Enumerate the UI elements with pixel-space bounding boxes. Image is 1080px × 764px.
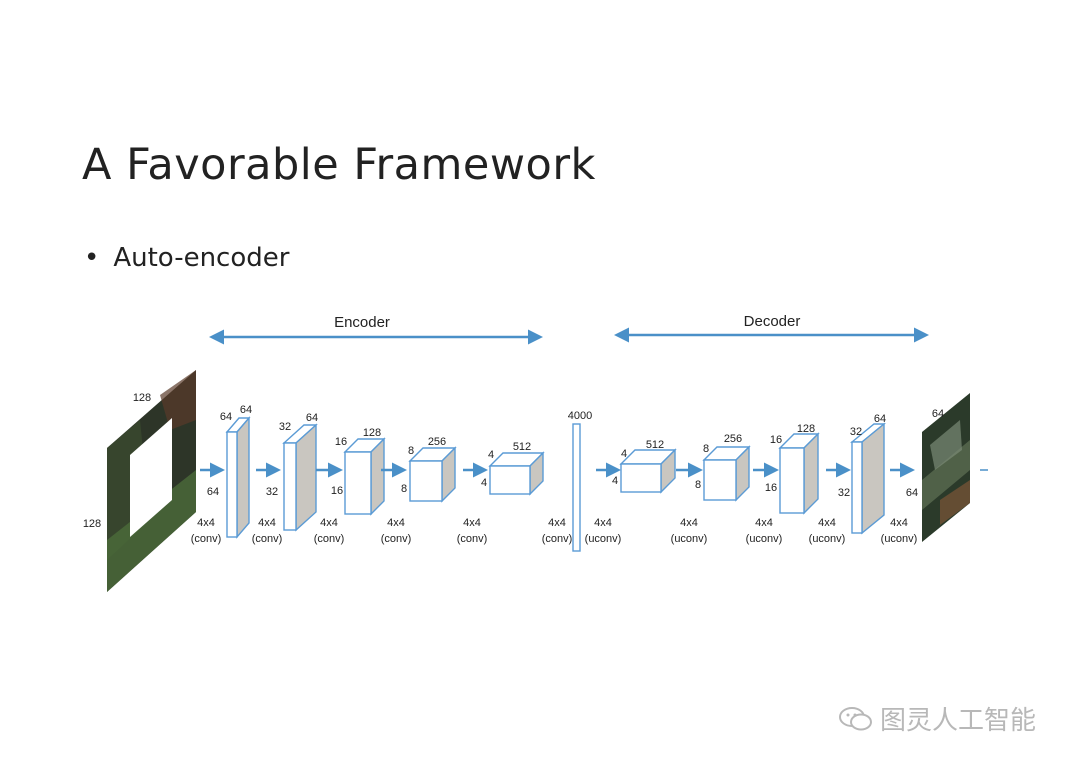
encoder-block-height-label: 4	[488, 449, 494, 461]
decoder-op-kind-label: (uconv)	[746, 533, 783, 545]
watermark-text: 图灵人工智能	[880, 706, 1037, 736]
decoder-block-front	[620, 463, 662, 493]
encoder-block-front	[489, 465, 531, 495]
bottleneck-op-label: 4x4	[548, 517, 566, 529]
input-mask	[130, 418, 172, 537]
decoder-block-height-label: 4	[621, 448, 627, 460]
encoder-block-height-label: 64	[220, 411, 232, 423]
decoder-block-width-label: 512	[646, 439, 664, 451]
output-size-label: 64	[932, 408, 944, 420]
decoder-op-label: 4x4	[818, 517, 836, 529]
decoder-block-side-label: 4	[612, 475, 618, 487]
encoder-block-height-label: 8	[408, 445, 414, 457]
watermark: 图灵人工智能	[838, 700, 1036, 737]
encoder-op-kind-label: (conv)	[381, 533, 412, 545]
slide-title: A Favorable Framework	[82, 140, 596, 190]
decoder-block-side-label: 16	[765, 482, 777, 494]
encoder-block-side-label: 8	[401, 483, 407, 495]
decoder-block-height-label: 8	[703, 443, 709, 455]
encoder-block-front	[226, 431, 238, 538]
encoder-block-width-label: 512	[513, 441, 531, 453]
decoder-block-width-label: 128	[797, 423, 815, 435]
decoder-block-side-label: 32	[838, 487, 850, 499]
encoder-block-width-label: 64	[240, 404, 252, 416]
decoder-op-kind-label: (uconv)	[671, 533, 708, 545]
decoder-op-label: 4x4	[594, 517, 612, 529]
decoder-block-height-label: 32	[850, 426, 862, 438]
encoder-op-kind-label: (conv)	[314, 533, 345, 545]
decoder-block-width-label: 256	[724, 433, 742, 445]
encoder-block-side	[370, 437, 385, 516]
encoder-op-kind-label: (conv)	[252, 533, 283, 545]
bullet-item: • Auto-encoder	[84, 243, 289, 273]
bullet-text: Auto-encoder	[113, 243, 290, 273]
encoder-op-kind-label: (conv)	[191, 533, 222, 545]
encoder-block-width-label: 128	[363, 427, 381, 439]
encoder-block-front	[344, 451, 372, 515]
decoder-block-side	[803, 432, 819, 515]
decoder-op-label: 4x4	[755, 517, 773, 529]
encoder-block-height-label: 32	[279, 421, 291, 433]
encoder-op-label: 4x4	[258, 517, 276, 529]
decoder-op-label: 4x4	[890, 517, 908, 529]
decoder-block-height-label: 16	[770, 434, 782, 446]
encoder-block-side	[236, 416, 250, 539]
decoder-op-kind-label: (uconv)	[881, 533, 918, 545]
encoder-block-height-label: 16	[335, 436, 347, 448]
output-side-label: 64	[906, 487, 918, 499]
bottleneck-label: 4000	[568, 410, 592, 422]
decoder-block-width-label: 64	[874, 413, 886, 425]
input-image	[107, 370, 196, 592]
bottleneck-vector	[572, 423, 581, 552]
encoder-block-width-label: 256	[428, 436, 446, 448]
bullet-dot: •	[84, 243, 100, 273]
encoder-op-label: 4x4	[387, 517, 405, 529]
input-height-label: 128	[83, 518, 101, 530]
encoder-label: Encoder	[334, 314, 390, 331]
encoder-op-label: 4x4	[197, 517, 215, 529]
encoder-block-front	[283, 442, 297, 531]
decoder-block-side	[861, 422, 885, 535]
decoder-label: Decoder	[744, 313, 801, 330]
encoder-op-label: 4x4	[463, 517, 481, 529]
decoder-block-front	[703, 459, 737, 501]
decoder-op-kind-label: (uconv)	[809, 533, 846, 545]
wechat-icon	[839, 706, 872, 730]
input-width-label: 128	[133, 392, 151, 404]
decoder-op-label: 4x4	[680, 517, 698, 529]
encoder-op-kind-label: (conv)	[457, 533, 488, 545]
encoder-block-front	[409, 460, 443, 502]
decoder-block-side-label: 8	[695, 479, 701, 491]
encoder-block-side-label: 16	[331, 485, 343, 497]
decoder-op-kind-label: (uconv)	[585, 533, 622, 545]
decoder-block-front	[851, 441, 863, 534]
encoder-block-side	[295, 423, 317, 532]
encoder-block-width-label: 64	[306, 412, 318, 424]
encoder-block-side-label: 4	[481, 477, 487, 489]
bottleneck-op-kind-label: (conv)	[542, 533, 573, 545]
encoder-block-side-label: 32	[266, 486, 278, 498]
encoder-op-label: 4x4	[320, 517, 338, 529]
decoder-block-front	[779, 447, 805, 514]
encoder-block-side-label: 64	[207, 486, 219, 498]
output-image	[922, 393, 970, 542]
